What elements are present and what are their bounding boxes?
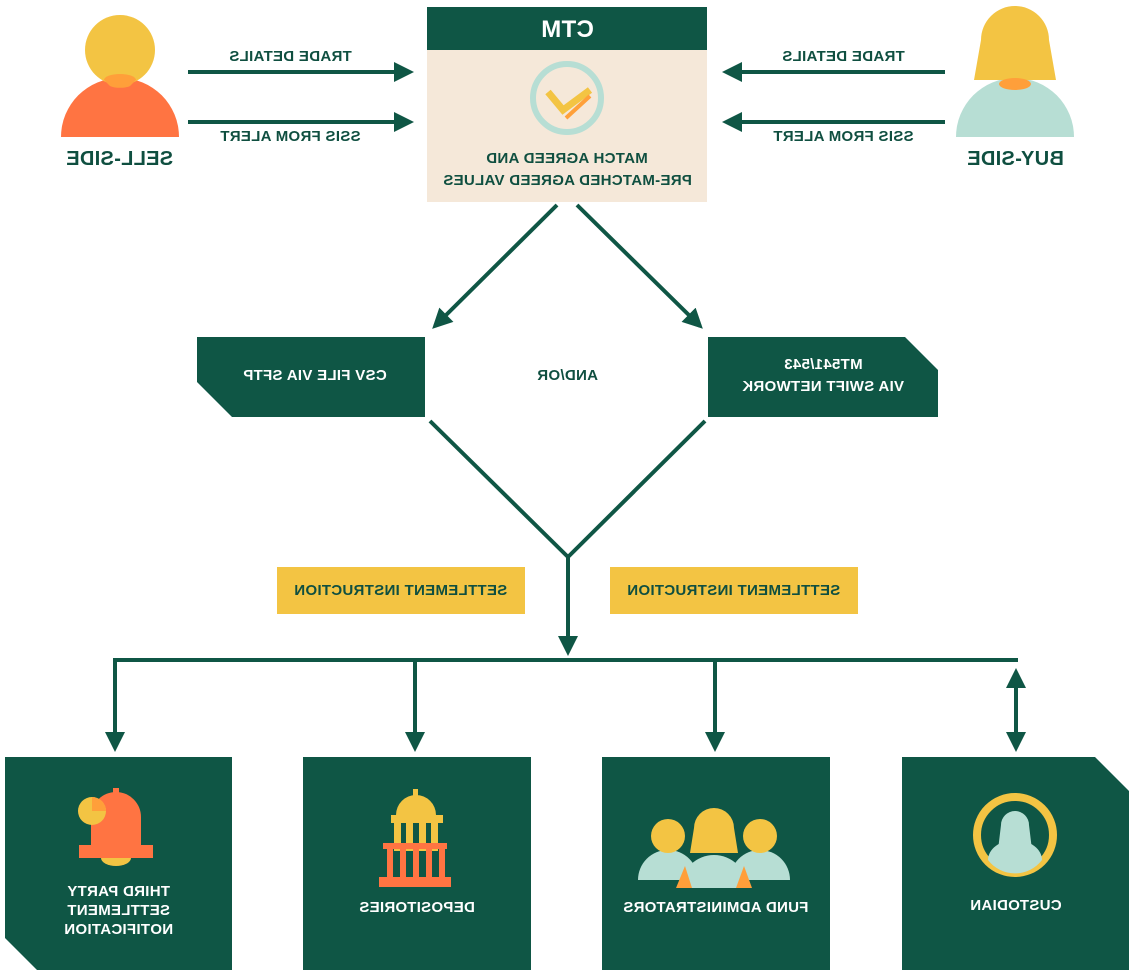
- group-people-icon: [638, 808, 790, 888]
- sell-side-label: SELL-SIDE: [40, 148, 200, 171]
- male-person-icon: [61, 15, 179, 137]
- buy-ssi-label: SSIs FROM ALERT: [743, 128, 943, 145]
- sell-side-text: SELL-SIDE: [66, 148, 174, 170]
- csv-to-merge-line: [428, 419, 570, 559]
- buy-ssi-text: SSIs FROM ALERT: [772, 128, 914, 145]
- custodian-label: CUSTODIAN: [902, 897, 1129, 914]
- third-party-line-2: SETTLEMENT: [67, 902, 170, 919]
- swift-line-1: MT541/543: [783, 356, 863, 373]
- ctm-line-1: MATCH AGREED AND: [486, 150, 648, 167]
- settlement-left-text: SETTLEMENT INSTRUCTION: [294, 582, 508, 599]
- swift-box: [708, 337, 938, 417]
- bell-icon: [78, 788, 153, 866]
- sell-trade-details-text: TRADE DETAILS: [228, 48, 352, 65]
- csv-box: [197, 337, 425, 417]
- ctm-line-2: PRE-MATCHED AGREED VALUES: [442, 172, 692, 189]
- and-or-label: AND/OR: [500, 367, 634, 384]
- building-dome-icon: [379, 789, 451, 887]
- ctm-header: [427, 7, 707, 50]
- ctm-title-text: CTM: [540, 16, 594, 43]
- person-circle-icon: [973, 793, 1057, 877]
- depositories-label: DEPOSITORIES: [303, 899, 531, 916]
- ctm-body: [427, 50, 707, 202]
- csv-text: CSV FILE VIA sFTP: [243, 367, 387, 384]
- sell-ssi-label: SSIs FROM ALERT: [190, 128, 390, 145]
- third-party-line-3: NOTIFICATION: [63, 921, 174, 938]
- buy-side-label: BUY-SIDE: [935, 148, 1095, 171]
- third-party-label: THIRD PARTY SETTLEMENT NOTIFICATION: [5, 882, 232, 939]
- fund-admins-text: FUND ADMINISTRATORS: [623, 899, 809, 916]
- csv-label: CSV FILE VIA sFTP: [205, 367, 425, 384]
- sell-trade-details-label: TRADE DETAILS: [190, 48, 390, 65]
- buy-trade-details-label: TRADE DETAILS: [743, 48, 943, 65]
- ctm-to-swift-arrow: [575, 203, 703, 329]
- settlement-label-left: SETTLEMENT INSTRUCTION: [277, 582, 525, 599]
- swift-to-merge-line: [566, 419, 707, 559]
- female-person-icon: [956, 6, 1074, 137]
- third-party-line-1: THIRD PARTY: [66, 883, 171, 900]
- settlement-label-right-bg: [610, 567, 858, 614]
- and-or-text: AND/OR: [536, 367, 598, 384]
- ctm-title: CTM: [427, 16, 707, 44]
- depositories-text: DEPOSITORIES: [359, 899, 475, 916]
- swift-label: MT541/543 VIA SWIFT NETWORK: [708, 354, 938, 398]
- ctm-description: MATCH AGREED AND PRE-MATCHED AGREED VALU…: [427, 148, 707, 192]
- swift-line-2: VIA SWIFT NETWORK: [741, 378, 905, 395]
- custodian-text: CUSTODIAN: [969, 897, 1062, 914]
- buy-trade-details-text: TRADE DETAILS: [781, 48, 905, 65]
- settlement-label-right: SETTLEMENT INSTRUCTION: [610, 582, 858, 599]
- ctm-to-csv-arrow: [432, 203, 559, 329]
- buy-side-text: BUY-SIDE: [966, 148, 1064, 170]
- sell-ssi-text: SSIs FROM ALERT: [219, 128, 361, 145]
- fund-admins-label: FUND ADMINISTRATORS: [602, 899, 830, 916]
- settlement-label-left-bg: [277, 567, 525, 614]
- settlement-right-text: SETTLEMENT INSTRUCTION: [627, 582, 841, 599]
- checkmark-circle-icon: [530, 61, 604, 135]
